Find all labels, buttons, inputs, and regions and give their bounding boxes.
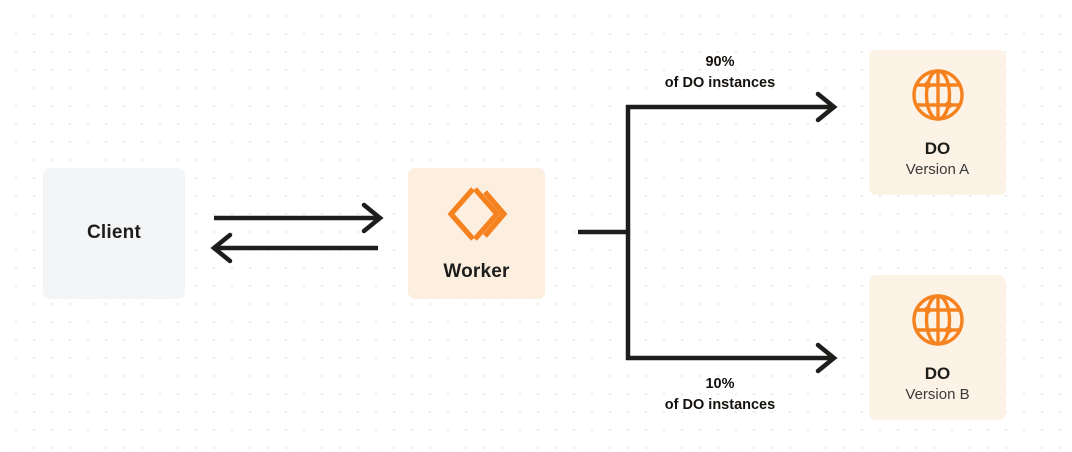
edge-worker-to-client [210, 232, 378, 264]
edge-label-do-a-caption: of DO instances [664, 74, 776, 91]
edge-label-do-a-percent: 90% [705, 54, 735, 70]
edge-label-do-a: 90% of DO instances [620, 52, 820, 93]
edge-label-do-b-percent: 10% [705, 376, 735, 392]
node-do-b-label: DO [924, 364, 951, 384]
node-worker-label: Worker [443, 260, 510, 282]
edge-worker-to-do-a [626, 91, 838, 123]
edge-worker-to-do-b [626, 342, 838, 374]
cloudflare-workers-icon [445, 185, 509, 248]
edge-label-do-b: 10% of DO instances [620, 374, 820, 415]
node-do-b-sublabel: Version B [905, 386, 970, 404]
node-do-a-label: DO [924, 139, 951, 159]
node-do-version-a[interactable]: DO Version A [869, 50, 1006, 195]
node-client-label: Client [87, 222, 141, 244]
node-worker[interactable]: Worker [408, 168, 545, 299]
node-do-a-sublabel: Version A [905, 161, 970, 179]
node-client[interactable]: Client [43, 168, 185, 299]
edge-client-to-worker [214, 202, 384, 234]
edge-fork-trunk [578, 105, 631, 360]
edge-label-do-b-caption: of DO instances [664, 396, 776, 413]
globe-icon [909, 291, 967, 354]
globe-icon [909, 66, 967, 129]
node-do-version-b[interactable]: DO Version B [869, 275, 1006, 420]
